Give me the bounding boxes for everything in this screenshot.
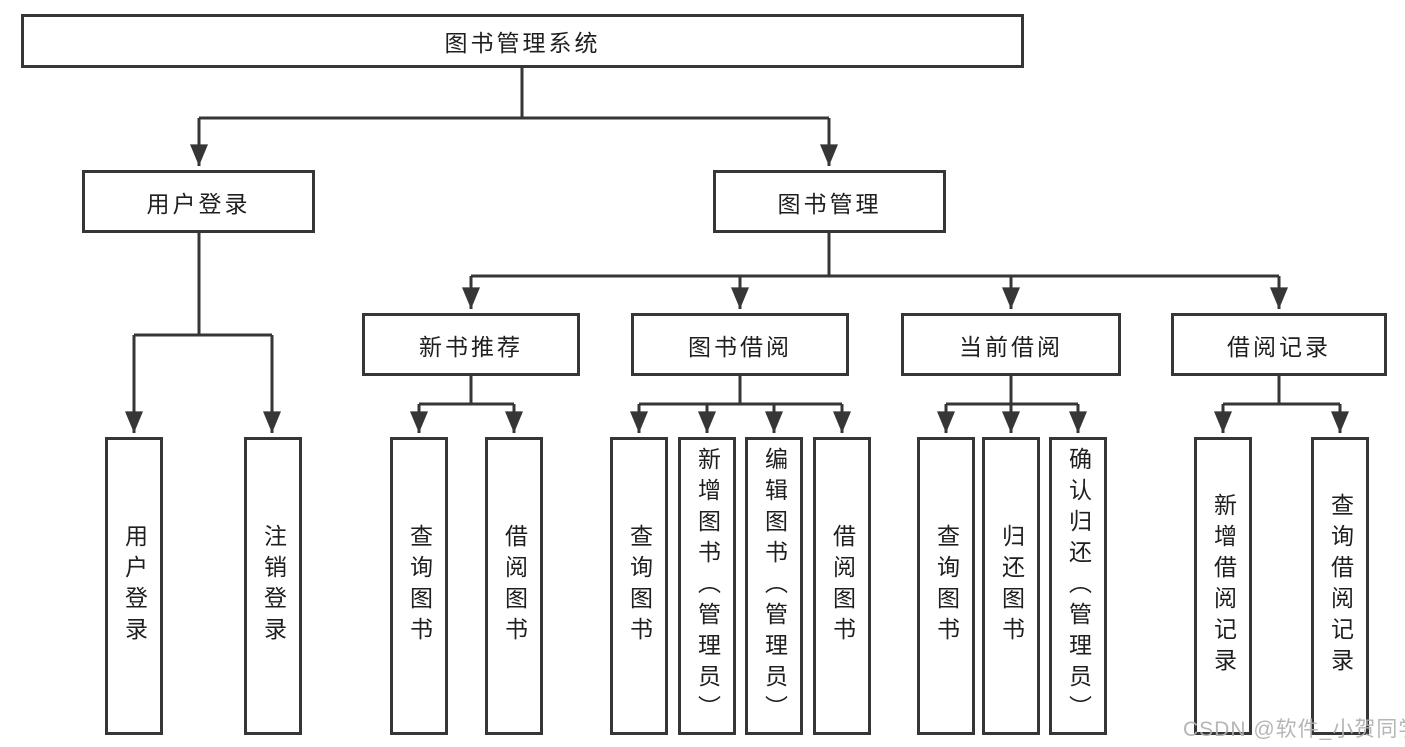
node-bb-add-books-admin: 新增图书（管理员） xyxy=(678,437,736,735)
node-book-borrow: 图书借阅 xyxy=(631,313,849,376)
node-bb-query-books: 查询图书 xyxy=(610,437,668,735)
node-borrow-records: 借阅记录 xyxy=(1171,313,1387,376)
node-rec-borrow-books: 借阅图书 xyxy=(485,437,543,735)
node-library-management-system: 图书管理系统 xyxy=(21,14,1024,68)
node-cb-return-books: 归还图书 xyxy=(982,437,1040,735)
node-cb-query-books: 查询图书 xyxy=(917,437,975,735)
node-new-book-recommend: 新书推荐 xyxy=(362,313,580,376)
node-rec-query-books: 查询图书 xyxy=(390,437,448,735)
node-leaf-user-login: 用户登录 xyxy=(105,437,163,735)
node-cb-confirm-return-admin: 确认归还（管理员） xyxy=(1049,437,1107,735)
node-user-login: 用户登录 xyxy=(82,170,315,233)
node-book-management: 图书管理 xyxy=(713,170,946,233)
node-bb-borrow-books: 借阅图书 xyxy=(813,437,871,735)
node-leaf-logout: 注销登录 xyxy=(244,437,302,735)
csdn-watermark: CSDN @软件_小贺同学 xyxy=(1183,718,1405,741)
node-current-borrow: 当前借阅 xyxy=(901,313,1121,376)
node-bb-edit-books-admin: 编辑图书（管理员） xyxy=(745,437,803,735)
node-br-query-record: 查询借阅记录 xyxy=(1311,437,1369,735)
node-br-add-record: 新增借阅记录 xyxy=(1194,437,1252,735)
